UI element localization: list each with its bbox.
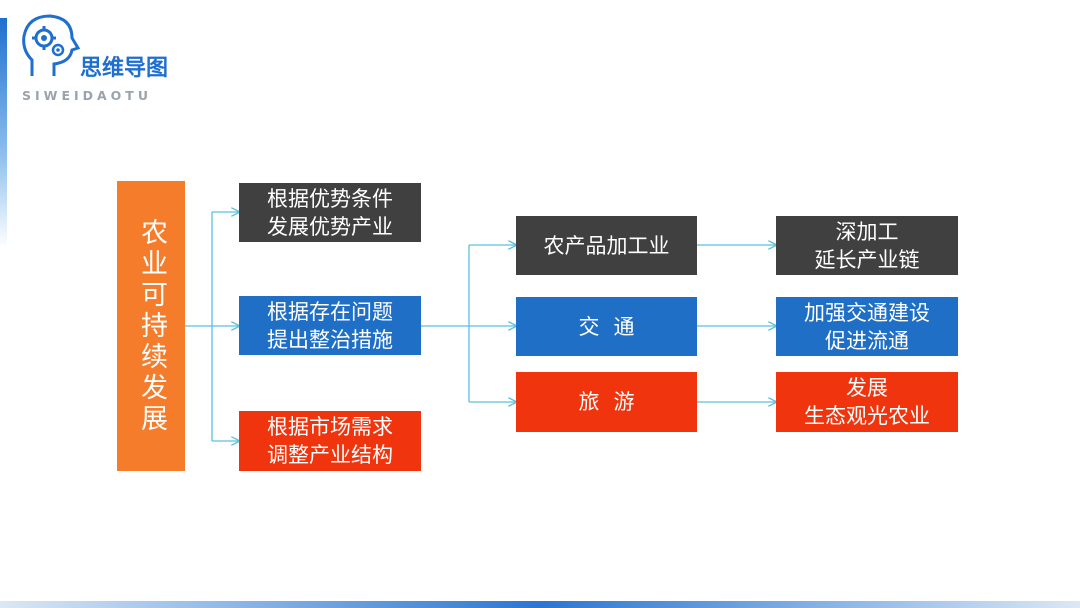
l3-node-eco-tourism: 发展 生态观光农业 xyxy=(776,372,958,432)
l3-node-transport-build: 加强交通建设 促进流通 xyxy=(776,297,958,356)
l3-node-deep-processing: 深加工 延长产业链 xyxy=(776,216,958,275)
l1-node-problem: 根据存在问题 提出整治措施 xyxy=(239,296,421,355)
head-gear-icon xyxy=(22,14,80,76)
l2-node-processing: 农产品加工业 xyxy=(516,216,697,275)
l1-node-market: 根据市场需求 调整产业结构 xyxy=(239,411,421,471)
l2-node-transport: 交通 xyxy=(516,297,697,356)
bottom-accent-bar xyxy=(0,601,1080,608)
l2-node-tourism: 旅游 xyxy=(516,372,697,432)
l1-node-advantage: 根据优势条件 发展优势产业 xyxy=(239,183,421,242)
root-node-label: 农业可持续发展 xyxy=(136,217,167,435)
logo: 思维导图 SIWEIDAOTU xyxy=(18,12,218,107)
left-accent-bar xyxy=(0,18,7,248)
logo-title: 思维导图 xyxy=(80,56,169,81)
logo-subtitle: SIWEIDAOTU xyxy=(22,88,152,103)
root-node: 农业可持续发展 xyxy=(117,181,185,471)
